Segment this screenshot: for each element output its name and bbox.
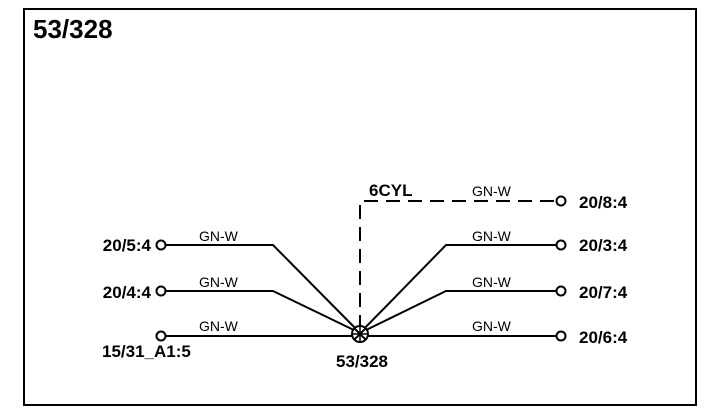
terminal-pin xyxy=(555,285,567,297)
terminal-label: 20/6:4 xyxy=(579,328,628,347)
terminal-label: 20/5:4 xyxy=(103,236,152,255)
wire-color-label: GN-W xyxy=(472,318,512,334)
terminal-pin xyxy=(555,239,567,251)
wire-right-2: 20/3:4 GN-W xyxy=(359,228,628,334)
terminal-pin xyxy=(155,285,167,297)
wire-left-3: 15/31_A1:5 GN-W xyxy=(102,318,352,361)
wire-right-4: 20/6:4 GN-W xyxy=(368,318,628,347)
wire-line xyxy=(359,290,556,334)
terminal-label: 20/7:4 xyxy=(579,283,628,302)
wire-color-label: GN-W xyxy=(199,318,239,334)
wire-line-dashed xyxy=(359,200,556,329)
wire-line xyxy=(166,290,361,334)
terminal-pin xyxy=(555,195,567,207)
wire-color-label: GN-W xyxy=(472,183,512,199)
terminal-label: 20/8:4 xyxy=(579,193,628,212)
wire-left-2: 20/4:4 GN-W xyxy=(103,274,361,334)
wire-line xyxy=(166,244,361,334)
terminal-label: 20/4:4 xyxy=(103,283,152,302)
terminal-pin xyxy=(155,239,167,251)
splice-label: 53/328 xyxy=(336,352,388,371)
wire-right-3: 20/7:4 GN-W xyxy=(359,274,628,334)
diagram-frame xyxy=(23,8,697,406)
wire-right-1-optional: 20/8:4 GN-W 6CYL xyxy=(359,181,628,329)
terminal-label: 15/31_A1:5 xyxy=(102,342,191,361)
wire-color-label: GN-W xyxy=(199,228,239,244)
terminal-label: 20/3:4 xyxy=(579,236,628,255)
terminal-pin xyxy=(155,330,167,342)
diagram-title: 53/328 xyxy=(33,14,113,44)
wire-color-label: GN-W xyxy=(472,274,512,290)
wire-color-label: GN-W xyxy=(199,274,239,290)
splice-node: 53/328 xyxy=(336,325,388,371)
wire-left-1: 20/5:4 GN-W xyxy=(103,228,361,334)
terminal-pin xyxy=(555,330,567,342)
wire-color-label: GN-W xyxy=(472,228,512,244)
variant-label: 6CYL xyxy=(369,181,412,200)
wire-line xyxy=(359,244,556,334)
